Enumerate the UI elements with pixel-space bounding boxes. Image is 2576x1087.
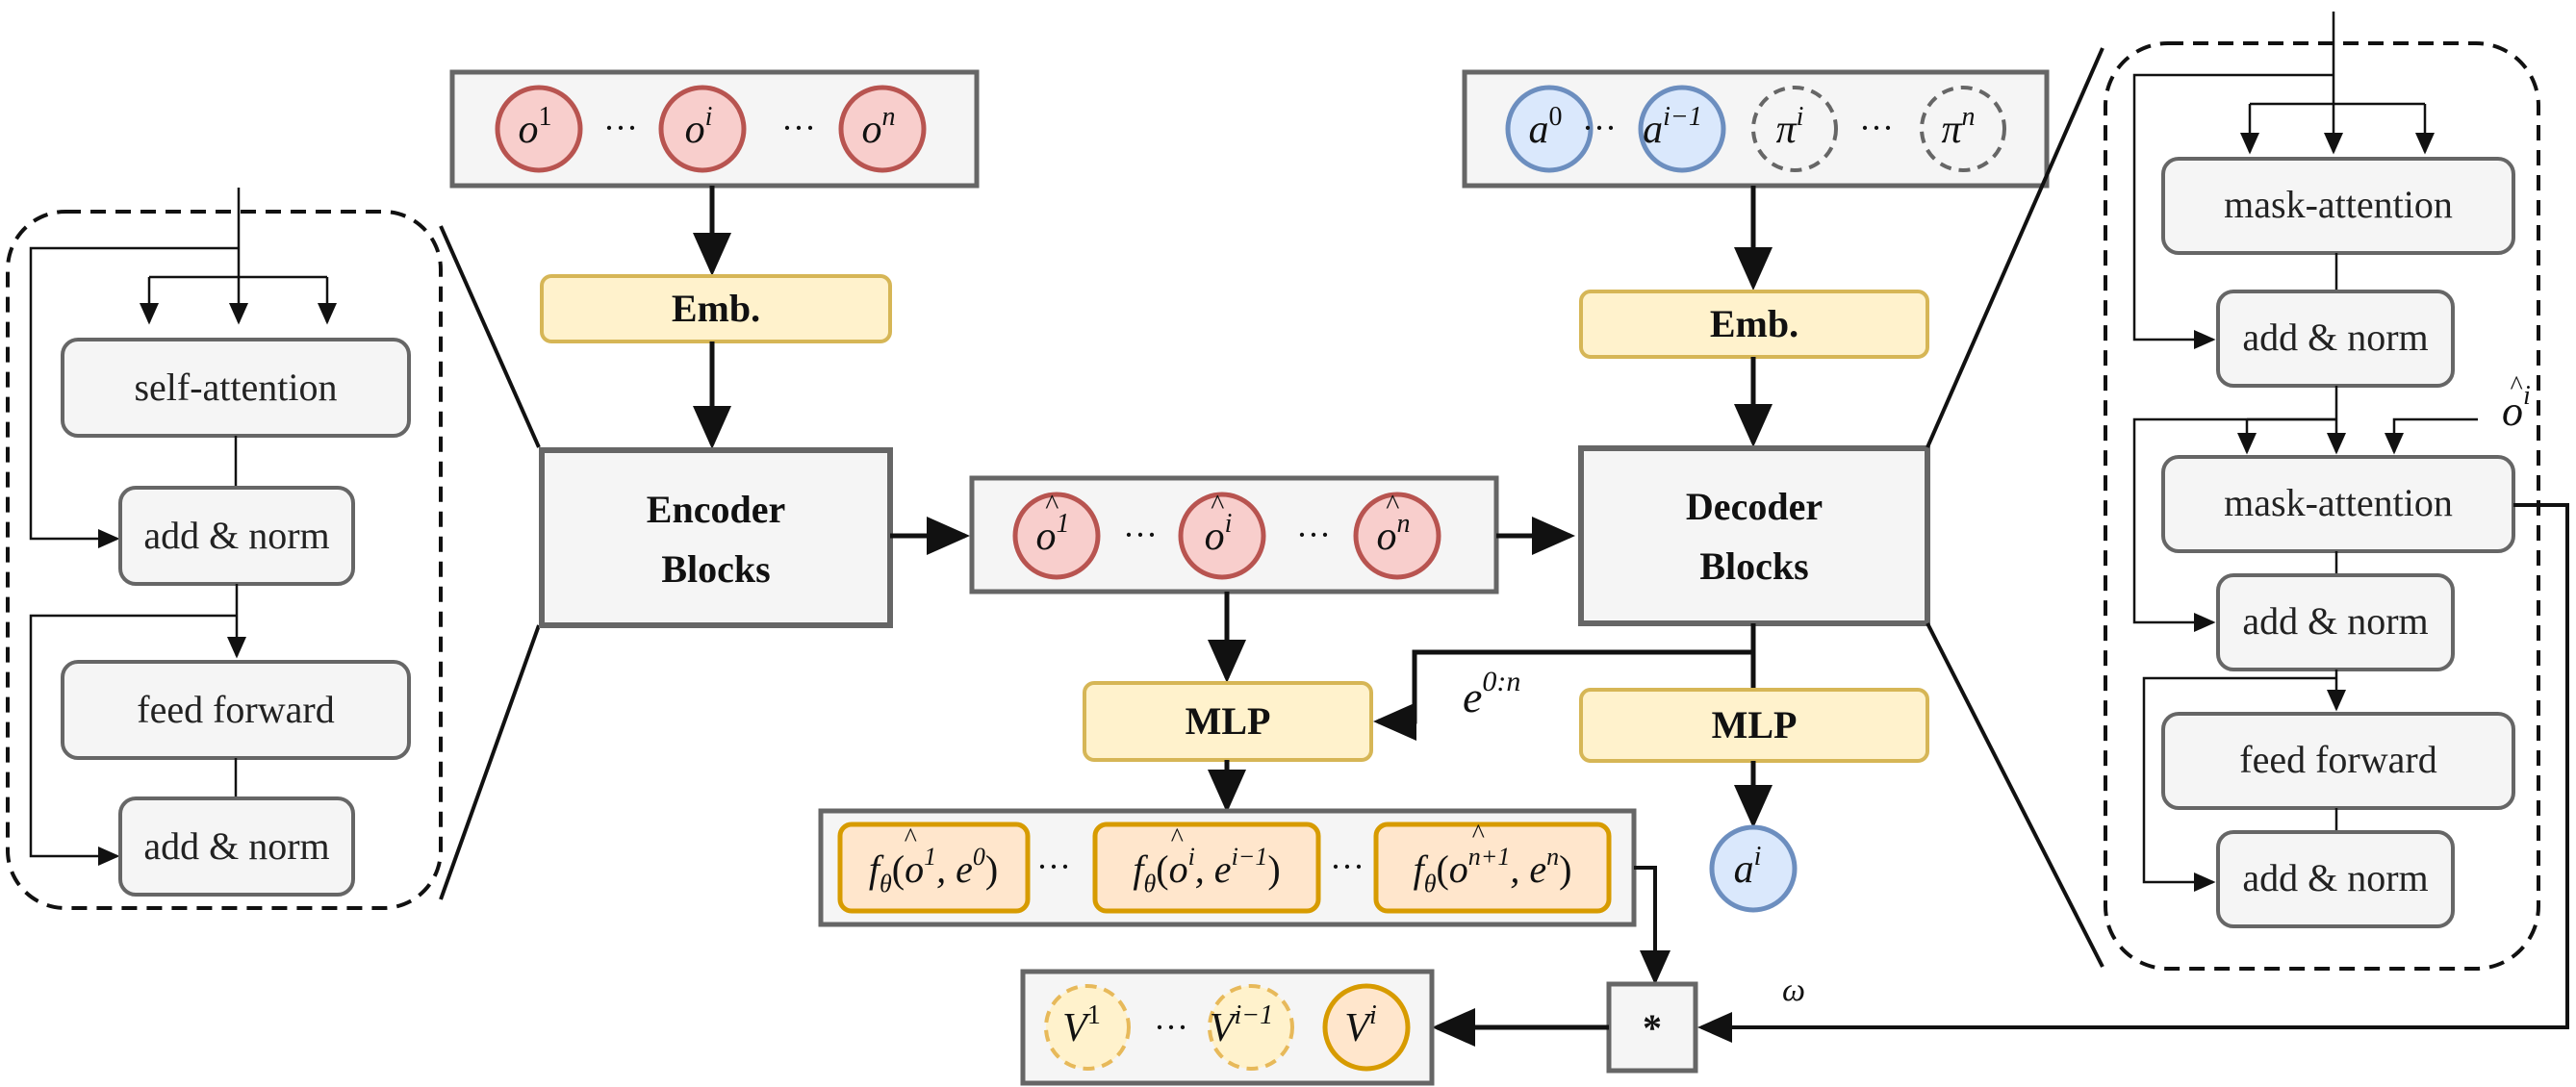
- svg-text:oi: oi: [2502, 381, 2531, 435]
- obs-token-1: o1: [495, 85, 583, 173]
- svg-text:^: ^: [1170, 823, 1184, 853]
- enc-out-token-n: on ^: [1353, 489, 1441, 580]
- svg-text:^: ^: [1386, 489, 1400, 520]
- v-dots: ···: [1154, 1008, 1188, 1047]
- svg-text:^: ^: [1211, 489, 1225, 520]
- svg-text:o1: o1: [1036, 509, 1070, 559]
- encoder-emb-box: [540, 274, 892, 343]
- v-token-i-1: Vi−1: [1208, 984, 1294, 1071]
- svg-text:^: ^: [1471, 820, 1485, 849]
- omega-label: ω: [1782, 973, 1805, 1008]
- svg-text:πi: πi: [1776, 102, 1804, 152]
- svg-text:πn: πn: [1941, 102, 1975, 152]
- encoder-add-norm-1-label: add & norm: [143, 514, 329, 557]
- f-dots-2: ···: [1330, 847, 1365, 886]
- obs-dots-1: ···: [603, 109, 638, 147]
- svg-text:on: on: [862, 102, 896, 152]
- svg-text:Vi: Vi: [1344, 1000, 1376, 1050]
- encoder-zoom-line-top: [439, 225, 541, 448]
- encoder-output-tokens: o1 ^ ··· oi ^ ··· on ^: [1012, 489, 1441, 580]
- multiply-label: *: [1643, 1006, 1662, 1049]
- v-token-1: V1: [1044, 984, 1131, 1071]
- svg-text:V1: V1: [1062, 1000, 1101, 1050]
- enc-out-token-1: o1 ^: [1012, 489, 1101, 580]
- svg-text:^: ^: [904, 823, 917, 853]
- obs-dots-2: ···: [781, 109, 816, 147]
- encoder-blocks-box: [539, 447, 893, 628]
- svg-text:^: ^: [1045, 489, 1059, 520]
- decoder-zoom-line-top: [1926, 47, 2104, 448]
- enc-out-dots-1: ···: [1123, 516, 1158, 554]
- enc-out-dots-2: ···: [1296, 516, 1331, 554]
- svg-text:on: on: [1377, 509, 1411, 559]
- decoder-emb-label: Emb.: [1710, 302, 1798, 345]
- f-dots-1: ···: [1036, 847, 1071, 886]
- decoder-mlp-label: MLP: [1712, 703, 1798, 746]
- encoder-self-attention-label: self-attention: [134, 366, 337, 409]
- svg-text:ai: ai: [1734, 842, 1762, 892]
- decoder-add-norm-2-label: add & norm: [2242, 599, 2428, 643]
- obs-token-n: on: [838, 85, 927, 173]
- decoder-add-norm-3-box: [2216, 830, 2455, 928]
- observation-tokens: o1 ··· oi ··· on: [495, 85, 927, 173]
- encoder-detail-dashed-border: [6, 210, 443, 910]
- decoder-add-norm-1-label: add & norm: [2242, 316, 2428, 359]
- decoder-detail-panel: mask-attention add & norm oi ^ mask-atte…: [2104, 12, 2540, 971]
- v-token-i: Vi: [1322, 983, 1411, 1072]
- svg-text:oi: oi: [685, 102, 713, 152]
- act-dots-1: ···: [1582, 109, 1617, 147]
- decoder-o-hat-input-label: oi ^: [2502, 371, 2531, 435]
- decoder-mask-attention-1-box: [2161, 157, 2515, 255]
- encoder-add-norm-2-label: add & norm: [143, 824, 329, 868]
- svg-text:ai−1: ai−1: [1643, 102, 1702, 152]
- f-token-1: fθ(o1, e0) ^: [837, 822, 1031, 914]
- decoder-feed-forward-label: feed forward: [2239, 738, 2436, 781]
- value-tokens: V1 ··· Vi−1 Vi: [1044, 983, 1411, 1072]
- svg-text:fθ(o1, e0): fθ(o1, e0): [869, 843, 998, 897]
- encoder-mlp-label: MLP: [1186, 699, 1271, 743]
- omega-path: [1697, 503, 2569, 1043]
- action-output-token: ai: [1709, 824, 1798, 913]
- svg-text:o1: o1: [519, 102, 552, 152]
- decoder-blocks-line1: Decoder: [1686, 485, 1823, 528]
- svg-text:a0: a0: [1529, 102, 1563, 152]
- encoder-blocks-line2: Blocks: [661, 547, 770, 591]
- action-tokens: a0 ··· ai−1 πi ··· πn: [1505, 85, 2006, 173]
- act-token-0: a0: [1505, 85, 1594, 173]
- svg-text:fθ(on+1, en): fθ(on+1, en): [1414, 843, 1572, 897]
- enc-out-token-i: oi ^: [1178, 489, 1266, 580]
- act-dots-2: ···: [1859, 109, 1894, 147]
- decoder-add-norm-3-label: add & norm: [2242, 856, 2428, 899]
- svg-text:oi: oi: [1205, 509, 1233, 559]
- decoder-feed-forward-box: [2161, 712, 2515, 810]
- act-token-i-1: ai−1: [1638, 85, 1726, 173]
- encoder-detail-panel: self-attention add & norm feed forward a…: [6, 188, 443, 910]
- act-token-pi-i: πi: [1751, 86, 1838, 172]
- svg-text:Vi−1: Vi−1: [1210, 1000, 1273, 1050]
- decoder-blocks-line2: Blocks: [1699, 544, 1808, 588]
- encoder-emb-label: Emb.: [672, 287, 760, 330]
- decoder-mask-attention-2-label: mask-attention: [2224, 481, 2453, 524]
- f-theta-tokens: fθ(o1, e0) ^ ··· fθ(oi, ei−1) ^ ··· fθ(o…: [837, 820, 1612, 914]
- decoder-blocks-box: [1578, 445, 1930, 626]
- decoder-zoom-line-bottom: [1926, 622, 2104, 968]
- decoder-mask-attention-1-label: mask-attention: [2224, 183, 2453, 226]
- svg-text:^: ^: [2510, 371, 2523, 401]
- e-label: e0:n: [1463, 666, 1520, 721]
- encoder-add-norm-2-box: [118, 796, 355, 897]
- encoder-feed-forward-label: feed forward: [137, 688, 334, 731]
- f-token-i: fθ(oi, ei−1) ^: [1092, 822, 1321, 914]
- obs-token-i: oi: [658, 85, 747, 173]
- encoder-blocks-line1: Encoder: [647, 488, 785, 531]
- encoder-zoom-line-bottom: [439, 624, 541, 900]
- f-token-n: fθ(on+1, en) ^: [1373, 820, 1612, 914]
- act-token-pi-n: πn: [1920, 86, 2006, 172]
